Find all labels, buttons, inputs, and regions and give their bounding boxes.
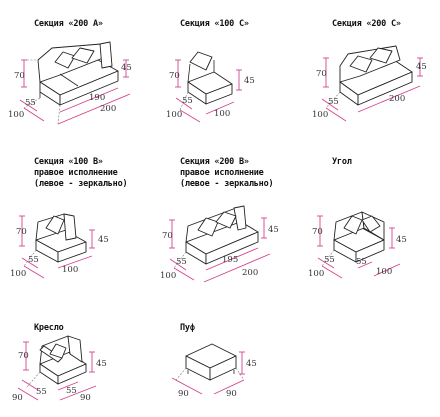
armchair-shape [39, 335, 87, 385]
module-title: Пуф [180, 323, 195, 333]
dim-height-back: 70 [312, 227, 323, 237]
module-title: Секция «100 B» [34, 157, 103, 167]
dim-depth-total: 90 [12, 393, 23, 403]
sofa-200c-dims [321, 57, 423, 122]
dim-height-back: 70 [18, 351, 29, 361]
dim-side-width: 100 [376, 267, 392, 277]
dim-depth-total: 100 [160, 271, 176, 281]
module-title: Угол [332, 157, 352, 167]
dim-depth: 55 [176, 257, 187, 267]
module-section-200-a: Секция «200 A» [34, 19, 103, 30]
sofa-100b-dims [19, 215, 95, 279]
dim-width: 90 [226, 389, 237, 399]
dim-height-front: 45 [121, 63, 132, 73]
dim-height-front: 45 [268, 225, 279, 235]
module-section-200-c: Секция «200 C» [332, 19, 401, 30]
module-corner: Угол [332, 157, 352, 168]
module-section-100-b: Секция «100 B» правое исполнение (левое … [34, 157, 128, 190]
dim-width: 200 [389, 94, 405, 104]
module-note: (левое - зеркально) [180, 179, 274, 189]
module-title: Секция «200 A» [34, 19, 103, 29]
module-subtitle: правое исполнение [34, 168, 118, 178]
dim-height-front: 45 [244, 76, 255, 86]
dim-height-back: 70 [16, 227, 27, 237]
module-armchair: Кресло [34, 323, 64, 334]
dim-inner-width: 195 [222, 255, 238, 265]
dim-height-front: 45 [416, 62, 427, 72]
module-title: Секция «200 C» [332, 19, 401, 29]
dim-depth-total: 100 [312, 110, 328, 120]
module-title: Секция «200 B» [180, 157, 249, 167]
dim-depth: 55 [25, 98, 36, 108]
dim-height-front: 45 [246, 359, 257, 369]
dim-width: 100 [214, 109, 230, 119]
dim-depth-total: 100 [8, 110, 24, 120]
dim-height-back: 70 [14, 71, 25, 81]
dim-depth-total: 100 [166, 110, 182, 120]
armchair-dims [17, 341, 97, 401]
sofa-100b-shape [35, 213, 87, 263]
module-title: Кресло [34, 323, 64, 333]
dim-inner-width: 190 [89, 93, 105, 103]
sofa-200a-shape [37, 41, 119, 106]
corner-shape [333, 211, 385, 263]
pouf-shape [185, 343, 237, 381]
dim-depth: 55 [328, 97, 339, 107]
dim-width: 100 [62, 265, 78, 275]
sofa-200c-shape [339, 45, 413, 106]
sofa-100c-dims [175, 59, 242, 123]
sofa-200b-shape [185, 205, 259, 265]
dim-depth: 55 [324, 255, 335, 265]
dim-inner-width: 55 [66, 386, 77, 396]
module-subtitle: правое исполнение [180, 168, 264, 178]
dim-depth-total: 100 [10, 269, 26, 279]
module-section-200-b: Секция «200 B» правое исполнение (левое … [180, 157, 274, 190]
dim-height-front: 45 [98, 235, 109, 245]
dim-height-back: 70 [169, 71, 180, 81]
module-title: Секция «100 C» [180, 19, 249, 29]
dim-width: 200 [100, 104, 116, 114]
dim-height-back: 70 [162, 231, 173, 241]
module-section-100-c: Секция «100 C» [180, 19, 249, 30]
sofa-100c-shape [187, 51, 233, 105]
dim-depth: 55 [28, 255, 39, 265]
dim-height-back: 70 [316, 69, 327, 79]
dim-depth-total: 100 [308, 269, 324, 279]
dim-width: 90 [80, 393, 91, 403]
dim-depth: 55 [36, 387, 47, 397]
sofa-200a-dims [19, 59, 131, 125]
sofa-200b-dims [169, 217, 271, 283]
dim-height-front: 45 [96, 359, 107, 369]
module-note: (левое - зеркально) [34, 179, 128, 189]
module-pouf: Пуф [180, 323, 195, 334]
dim-depth-total: 90 [178, 389, 189, 399]
corner-dims [317, 215, 401, 279]
dim-height-front: 45 [396, 235, 407, 245]
dim-depth: 55 [182, 96, 193, 106]
dim-width: 200 [242, 268, 258, 278]
dim-side-depth: 55 [356, 257, 367, 267]
pouf-dims [171, 351, 245, 395]
